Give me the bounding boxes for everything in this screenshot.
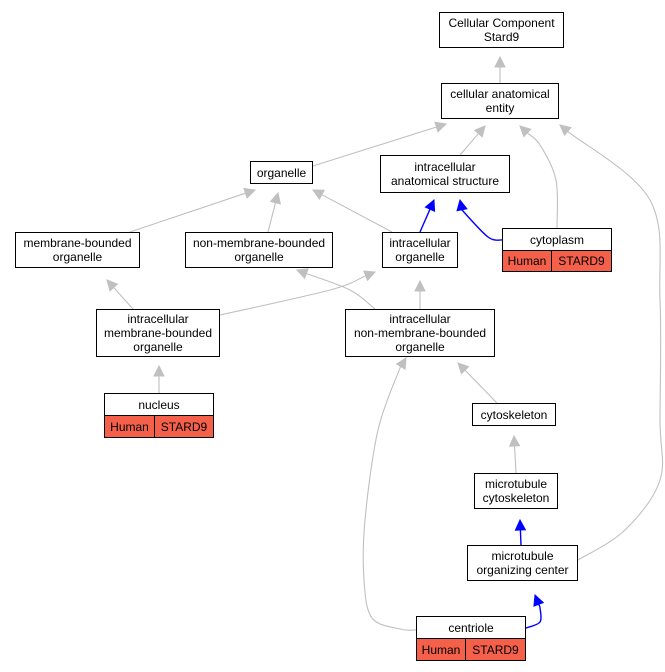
node-label: non-membrane-bounded organelle	[192, 236, 326, 264]
arrowhead	[363, 270, 377, 282]
node-label: intracellular anatomical structure	[390, 160, 500, 188]
edge-is-a	[459, 133, 479, 156]
node-microtubule-organizing-center[interactable]: microtubule organizing center	[467, 545, 578, 581]
edge-part-of	[525, 603, 542, 629]
edge-is-a	[513, 445, 517, 474]
arrowhead	[424, 198, 436, 212]
arrowhead	[153, 364, 165, 377]
arrowhead	[295, 268, 309, 280]
arrowhead	[457, 362, 470, 375]
node-intracellular-membrane-bounded-organelle[interactable]: intracellular membrane-bounded organelle	[96, 309, 220, 357]
node-label: Cellular Component Stard9	[448, 16, 555, 44]
arrowhead	[533, 593, 545, 607]
edge-is-a	[312, 126, 437, 167]
node-centriole[interactable]: centriole Human STARD9	[416, 616, 526, 661]
arrowhead	[434, 121, 448, 133]
node-label: cellular anatomical entity	[450, 87, 550, 115]
node-label: microtubule organizing center	[476, 549, 569, 577]
arrowhead	[269, 191, 282, 205]
species-cell: Human	[416, 639, 466, 661]
arrowhead	[514, 518, 527, 531]
arrowhead	[395, 357, 407, 370]
arrowhead	[508, 434, 521, 447]
node-label: intracellular organelle	[389, 236, 451, 264]
annotation-row: Human STARD9	[416, 639, 526, 661]
node-label: centriole	[416, 616, 526, 639]
edge-is-a	[567, 130, 664, 561]
arrowhead	[559, 124, 572, 137]
arrowhead	[473, 125, 486, 138]
node-intracellular-anatomical-structure[interactable]: intracellular anatomical structure	[380, 155, 510, 193]
arrowhead	[243, 187, 257, 199]
node-intracellular-non-membrane-bounded-organelle[interactable]: intracellular non-membrane-bounded organ…	[345, 309, 495, 357]
edge-is-a	[464, 369, 498, 404]
arrowhead	[494, 55, 506, 68]
node-label: cytoplasm	[502, 228, 612, 251]
arrowhead	[414, 279, 426, 292]
arrowhead	[106, 279, 119, 292]
node-label: organelle	[256, 165, 307, 180]
node-non-membrane-bounded-organelle[interactable]: non-membrane-bounded organelle	[185, 232, 333, 268]
arrowhead	[519, 125, 532, 138]
gene-cell: STARD9	[466, 639, 526, 661]
node-label: intracellular non-membrane-bounded organ…	[353, 312, 487, 354]
edge-is-a	[306, 273, 376, 310]
species-cell: Human	[104, 416, 155, 438]
edge-is-a	[526, 132, 559, 229]
annotation-row: Human STARD9	[104, 416, 214, 438]
edge-is-a	[321, 194, 393, 233]
gene-cell: STARD9	[155, 416, 214, 438]
node-label: microtubule cytoskeleton	[482, 477, 550, 505]
edge-is-a	[219, 275, 366, 316]
node-membrane-bounded-organelle[interactable]: membrane-bounded organelle	[15, 232, 140, 268]
annotation-row: Human STARD9	[502, 251, 612, 272]
edge-layer	[106, 55, 664, 631]
species-cell: Human	[502, 251, 552, 272]
node-nucleus[interactable]: nucleus Human STARD9	[104, 393, 214, 438]
node-label: intracellular membrane-bounded organelle	[103, 312, 213, 354]
edge-part-of	[459, 207, 503, 241]
node-cytoplasm[interactable]: cytoplasm Human STARD9	[502, 228, 612, 272]
edge-is-a	[362, 362, 417, 631]
node-cellular-anatomical-entity[interactable]: cellular anatomical entity	[441, 83, 559, 119]
node-label: cytoskeleton	[480, 407, 548, 422]
arrowhead	[456, 198, 468, 212]
gene-cell: STARD9	[552, 251, 612, 272]
edge-part-of	[419, 208, 431, 233]
edge-is-a	[267, 202, 277, 233]
edge-is-a	[113, 287, 134, 310]
node-label: nucleus	[104, 393, 214, 416]
node-microtubule-cytoskeleton[interactable]: microtubule cytoskeleton	[474, 473, 558, 509]
edge-part-of	[519, 529, 522, 546]
node-label: membrane-bounded organelle	[23, 236, 132, 264]
edge-is-a	[129, 192, 246, 233]
node-cytoskeleton[interactable]: cytoskeleton	[472, 403, 556, 426]
arrowhead	[312, 189, 325, 201]
node-intracellular-organelle[interactable]: intracellular organelle	[382, 232, 458, 268]
node-cellular-component[interactable]: Cellular Component Stard9	[439, 12, 564, 48]
node-organelle[interactable]: organelle	[250, 161, 313, 184]
